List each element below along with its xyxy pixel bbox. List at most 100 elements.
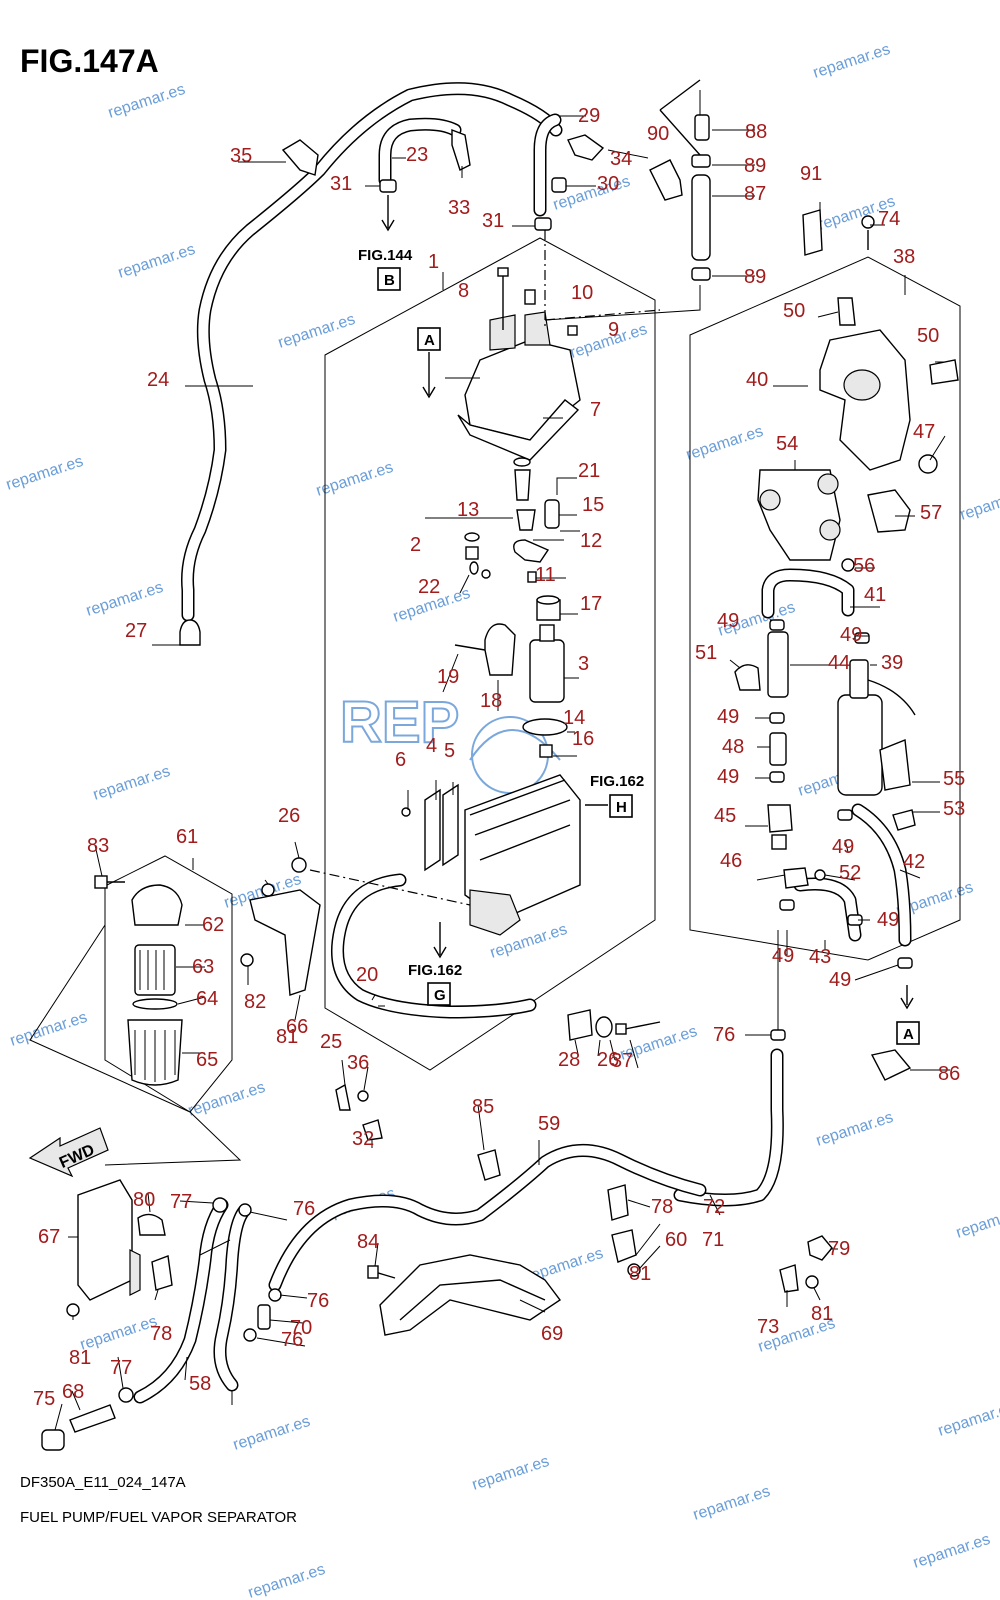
callout-30: 30 (597, 173, 619, 195)
ref-box-g: G (434, 987, 446, 1004)
reference-labels: FIG.144 B A FIG.162 H FIG.162 G A (358, 247, 920, 1045)
watermark: repamar.es (954, 1201, 1000, 1242)
callout-11: 11 (535, 564, 556, 586)
watermark: repamar.es (84, 579, 165, 620)
vapor-separator-parts (309, 230, 661, 1041)
callout-52: 52 (839, 862, 861, 884)
callout-89: 89 (744, 155, 766, 177)
callout-38: 38 (893, 246, 915, 268)
watermark: repamar.es (814, 1109, 895, 1150)
callout-50: 50 (917, 325, 939, 347)
callout-60: 60 (665, 1229, 687, 1251)
callout-88: 88 (745, 121, 767, 143)
callout-49: 49 (829, 969, 851, 991)
callout-17: 17 (580, 593, 602, 615)
figure-title: FIG.147A (20, 43, 159, 79)
callout-47: 47 (913, 421, 935, 443)
callout-76: 76 (713, 1024, 735, 1046)
callout-29: 29 (578, 105, 600, 127)
callout-81: 81 (69, 1347, 91, 1369)
footer-caption: FUEL PUMP/FUEL VAPOR SEPARATOR (20, 1509, 297, 1526)
fuel-pump-parts (734, 209, 959, 1081)
hoses (133, 82, 912, 1404)
watermark: repamar.es (936, 1399, 1000, 1440)
callout-49: 49 (840, 624, 862, 646)
callout-26: 26 (597, 1049, 619, 1071)
callout-8: 8 (458, 280, 469, 302)
callout-67: 67 (38, 1226, 60, 1248)
callout-25: 25 (320, 1031, 342, 1053)
callout-86: 86 (938, 1063, 960, 1085)
callout-46: 46 (720, 850, 742, 872)
watermark: repamar.es (958, 483, 1000, 524)
callout-91: 91 (800, 163, 822, 185)
callout-19: 19 (437, 666, 459, 688)
callout-13: 13 (457, 499, 479, 521)
callout-3: 3 (578, 653, 589, 675)
ref-box-a-2: A (903, 1026, 914, 1043)
watermark: repamar.es (276, 311, 357, 352)
callout-45: 45 (714, 805, 736, 827)
callout-64: 64 (196, 988, 218, 1010)
callout-83: 83 (87, 835, 109, 857)
watermark: repamar.es (8, 1009, 89, 1050)
callout-49: 49 (877, 909, 899, 931)
logo-text: REP (340, 690, 459, 755)
callout-76: 76 (281, 1329, 303, 1351)
callout-78: 78 (651, 1196, 673, 1218)
callout-56: 56 (853, 555, 875, 577)
callout-77: 77 (170, 1191, 192, 1213)
logo-watermark: REP (339, 689, 561, 794)
callout-59: 59 (538, 1113, 560, 1135)
callout-62: 62 (202, 914, 224, 936)
callout-12: 12 (580, 530, 602, 552)
callout-28: 28 (558, 1049, 580, 1071)
callout-65: 65 (196, 1049, 218, 1071)
watermark: repamar.es (911, 1531, 992, 1572)
watermark: repamar.es (186, 1079, 267, 1120)
callout-7: 7 (590, 399, 601, 421)
watermark: repamar.es (684, 423, 765, 464)
callout-22: 22 (418, 576, 440, 598)
callout-34: 34 (610, 148, 632, 170)
ref-fig144: FIG.144 (358, 247, 413, 264)
callout-49: 49 (717, 766, 739, 788)
callout-82: 82 (244, 991, 266, 1013)
lower-parts: FWD (28, 857, 833, 1451)
callout-41: 41 (864, 584, 886, 606)
callout-49: 49 (772, 945, 794, 967)
callout-16: 16 (572, 728, 594, 750)
watermark: repamar.es (811, 41, 892, 82)
callout-35: 35 (230, 145, 252, 167)
callout-85: 85 (472, 1096, 494, 1118)
callout-43: 43 (809, 946, 831, 968)
callout-68: 68 (62, 1381, 84, 1403)
callout-15: 15 (582, 494, 604, 516)
callout-87: 87 (744, 183, 766, 205)
watermark: repamar.es (231, 1413, 312, 1454)
callout-9: 9 (608, 319, 619, 341)
callout-78: 78 (150, 1323, 172, 1345)
callout-49: 49 (717, 706, 739, 728)
callout-80: 80 (133, 1189, 155, 1211)
callout-76: 76 (293, 1198, 315, 1220)
callout-49: 49 (717, 610, 739, 632)
callout-90: 90 (647, 123, 669, 145)
watermark: repamar.es (4, 453, 85, 494)
callout-14: 14 (563, 707, 585, 729)
callout-74: 74 (878, 208, 900, 230)
callout-20: 20 (356, 964, 378, 986)
ref-box-b: B (384, 272, 395, 289)
watermark: repamar.es (470, 1453, 551, 1494)
callout-4: 4 (426, 735, 437, 757)
callout-5: 5 (444, 740, 455, 762)
callout-26: 26 (278, 805, 300, 827)
callout-81: 81 (811, 1303, 833, 1325)
callout-70: 70 (290, 1317, 312, 1339)
callout-44: 44 (828, 652, 850, 674)
watermark: repamar.es (246, 1561, 327, 1600)
callout-37: 37 (611, 1050, 633, 1072)
callout-31: 31 (482, 210, 504, 232)
